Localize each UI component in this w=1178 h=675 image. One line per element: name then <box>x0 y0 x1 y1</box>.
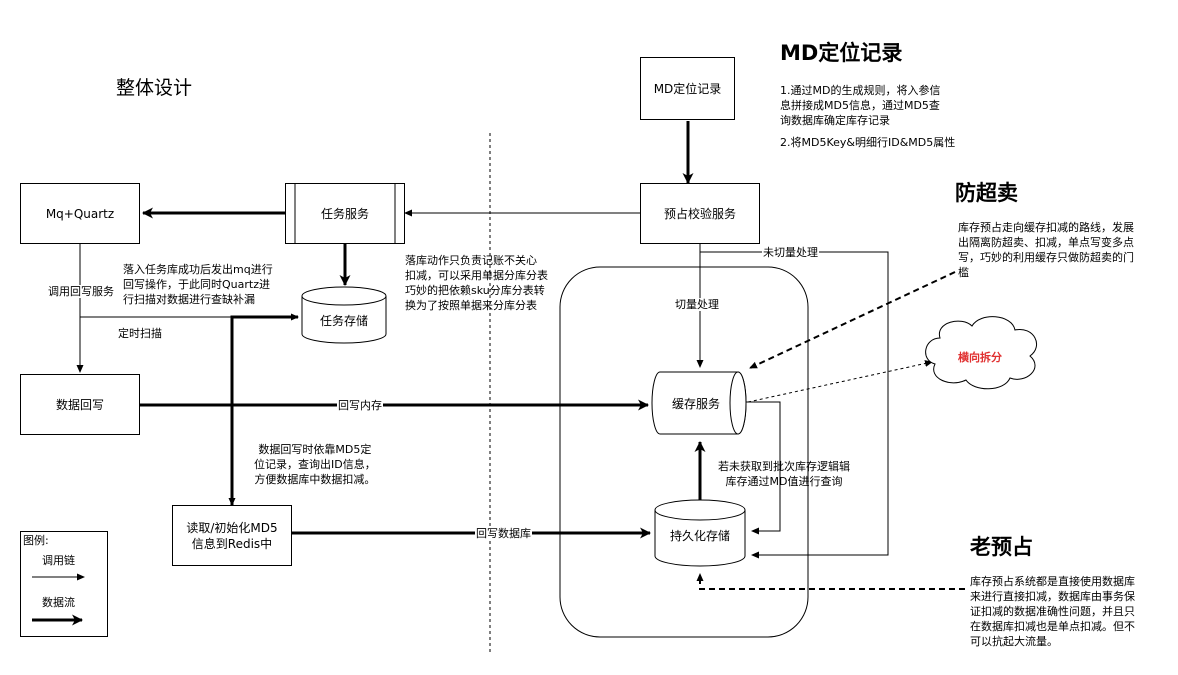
call-writeback-label: 调用回写服务 <box>47 285 115 298</box>
edge-anti-oversell <box>749 271 956 369</box>
edge-fallback <box>745 401 781 535</box>
md-heading: MD定位记录 <box>780 41 903 65</box>
md-record-box: MD定位记录 <box>640 57 735 120</box>
mq-quartz-box: Mq+Quartz <box>20 183 140 244</box>
md-rules-note: 1.通过MD的生成规则，将入参信 息拼接成MD5信息，通过MD5查 询数据库确定… <box>780 84 941 127</box>
anti-oversell-note: 库存预占走向缓存扣减的路线，发展 出隔离防超卖、扣减，单点写变多点 写，巧妙的利… <box>958 221 1134 279</box>
cache-service-cylinder <box>651 371 747 435</box>
writeback-memory-label: 回写内存 <box>337 399 383 412</box>
legend-title: 图例: <box>23 534 49 547</box>
sharding-note: 落库动作只负责记账不关心 扣减，可以采用单据分库分表 巧妙的把依赖sku分库分表… <box>405 254 548 312</box>
timed-scan-label: 定时扫描 <box>117 327 163 340</box>
horizontal-split-label: 横向拆分 <box>958 351 1002 364</box>
read-init-box: 读取/初始化MD5 信息到Redis中 <box>172 505 292 566</box>
cache-service-label: 缓存服务 <box>671 396 720 411</box>
md-attrs-note: 2.将MD5Key&明细行ID&MD5属性 <box>780 136 956 149</box>
cloud-shape <box>925 316 1037 390</box>
persistent-storage-label: 持久化存储 <box>669 528 730 543</box>
edge-horizontal-split <box>747 360 933 403</box>
edge-old-reserve <box>696 573 965 590</box>
legend-data-flow: 数据流 <box>42 596 75 609</box>
old-reserve-heading: 老预占 <box>970 535 1033 559</box>
writeback-md5-note: 数据回写时依靠MD5定 位记录，查询出ID信息， 方便数据库中数据扣减。 <box>254 443 376 486</box>
task-note: 落入任务库成功后发出mq进行 回写操作，于此同时Quartz进 行扫描对数据进行… <box>123 263 273 306</box>
task-storage-label: 任务存储 <box>319 313 368 328</box>
switched-label: 切量处理 <box>674 298 720 311</box>
persistent-storage-cylinder <box>654 499 746 567</box>
data-writeback-box: 数据回写 <box>20 374 140 435</box>
page-title: 整体设计 <box>116 77 193 99</box>
cache-container <box>559 266 809 638</box>
legend-call-chain: 调用链 <box>42 554 75 567</box>
task-service-box: 任务服务 <box>285 183 405 244</box>
anti-oversell-heading: 防超卖 <box>955 181 1018 205</box>
fallback-note: 若未获取到批次库存逻辑辑 库存通过MD值进行查询 <box>718 460 850 488</box>
writeback-db-label: 回写数据库 <box>475 527 532 540</box>
old-reserve-note: 库存预占系统都是直接使用数据库 来进行直接扣减，数据库由事务保 证扣减的数据准确… <box>970 575 1135 648</box>
task-storage-cylinder <box>301 286 387 344</box>
not-switched-label: 未切量处理 <box>762 246 819 259</box>
reserve-check-box: 预占校验服务 <box>640 183 760 244</box>
legend-box: 图例: 调用链 数据流 <box>20 531 108 637</box>
